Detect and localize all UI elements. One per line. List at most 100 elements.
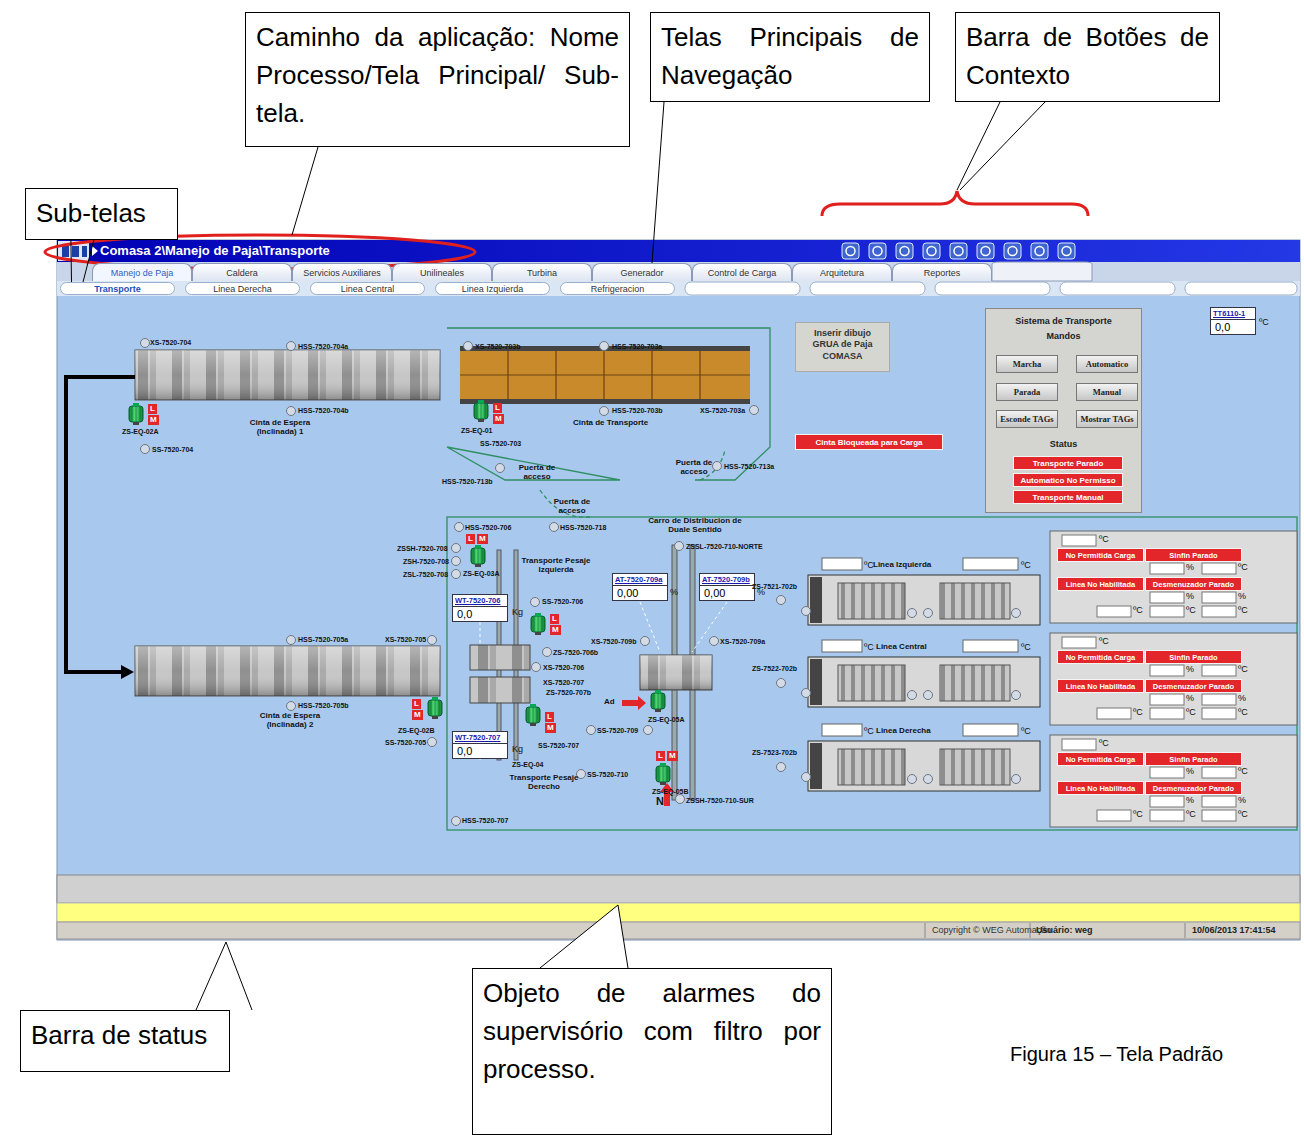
unit-label: ºC (1099, 739, 1109, 748)
context-buttons (1004, 243, 1021, 259)
indicator (587, 726, 596, 735)
callout-leader (45, 102, 1088, 1010)
node-text: Automatico (1086, 359, 1129, 369)
command-button: Manual (1076, 383, 1138, 401)
unit-label: ºC (1133, 708, 1143, 717)
indicator (1012, 775, 1021, 784)
indicator (963, 558, 1018, 570)
indicator (141, 445, 150, 454)
unit-label: ºC (1238, 708, 1248, 717)
indicator (822, 724, 862, 736)
status-indicator: Linea No Habilitada (1057, 679, 1144, 693)
node-text: Linea No Habilitada (1066, 784, 1136, 793)
sub-tab: Linea Central (310, 282, 425, 295)
indicator (924, 691, 933, 700)
tag-label: HSS-7520-705a (298, 636, 348, 643)
context-buttons (954, 247, 963, 256)
tag-label: HSS-7520-705b (298, 702, 349, 709)
nav-tab: Caldera (192, 263, 292, 281)
weigh-conveyor (470, 645, 530, 670)
indicator (1097, 708, 1131, 719)
indicator (777, 679, 786, 688)
tag-label: ZS-EQ-03A (463, 570, 500, 577)
node-text: Linea No Habilitada (1066, 580, 1136, 589)
indicator (452, 544, 461, 553)
tag-label: ZS-EQ-04 (512, 761, 544, 768)
value-display: AT-7520-709a0,00 (612, 573, 668, 601)
unit-label: ºC (1021, 727, 1031, 736)
value-display: WT-7520-7070,0 (452, 731, 508, 759)
node-text: WT-7520-707 (453, 732, 507, 744)
node-text: Reportes (924, 268, 961, 278)
indicator (808, 657, 1040, 707)
unit-label: ºC (1099, 637, 1109, 646)
context-buttons (896, 243, 913, 259)
indicator (455, 523, 464, 532)
weigh-conveyor (470, 677, 530, 703)
command-button: Marcha (996, 355, 1058, 373)
indicator (777, 763, 786, 772)
callout-text: Objeto de alarmes do supervisório com fi… (483, 975, 821, 1089)
screen-frame (935, 282, 1050, 295)
screen-frame (1185, 282, 1297, 295)
indicator (141, 339, 150, 348)
status-indicator: Linea No Habilitada (1057, 577, 1144, 591)
conveyor (135, 646, 440, 696)
indicator (1097, 810, 1131, 821)
indicator (810, 577, 822, 623)
tag-label: SS-7520-710 (587, 771, 628, 778)
indicator (428, 738, 437, 747)
sub-tab: Linea Derecha (185, 282, 300, 295)
tag-label: XS-7520-704 (150, 339, 191, 346)
tag-label: ZS-EQ-02B (398, 727, 435, 734)
indicator (908, 775, 917, 784)
tag-label: ZS-7521-702b (752, 583, 797, 590)
indicator (838, 583, 905, 619)
context-buttons (842, 243, 1075, 259)
node-text: Control de Carga (708, 268, 777, 278)
unit-label: Kg (512, 608, 523, 617)
tag-label: HSS-7520-704b (298, 407, 349, 414)
node-text: Cinta Bloqueada para Carga (815, 438, 922, 447)
status-indicator: Sinfin Parado (1145, 548, 1242, 562)
unit-label: ºC (1238, 665, 1248, 674)
screen-frame (685, 282, 800, 295)
unit-label: ºC (1238, 606, 1248, 615)
indicator (1150, 767, 1184, 778)
motor-mode: L (656, 751, 665, 761)
command-button: Mostrar TAGs (1076, 410, 1138, 428)
callout-leader (292, 147, 318, 235)
status-indicator: Desmenuzador Parado (1145, 577, 1242, 591)
motor-mode: L (550, 614, 559, 624)
indicator (1050, 531, 1297, 623)
motor (471, 545, 485, 567)
node-text: Linea No Habilitada (1066, 682, 1136, 691)
weigh-conveyor (640, 655, 712, 690)
indicator (496, 464, 505, 473)
equipment-label: Transporte Pesaje Derecho (506, 773, 582, 791)
screen-frame (57, 240, 1300, 940)
context-buttons (1058, 243, 1075, 259)
unit-label: ºC (864, 643, 874, 652)
indicator (1202, 563, 1236, 574)
node-text: Manejo de Paja (111, 268, 174, 278)
unit-label: ºC (1259, 318, 1269, 327)
motor (526, 704, 540, 726)
node-text: Arquitetura (820, 268, 864, 278)
indicator (908, 609, 917, 618)
status-indicator: Transporte Manual (1013, 490, 1123, 504)
tag-label: XS-7520-703a (700, 407, 745, 414)
motor-mode: L (466, 534, 475, 544)
context-buttons (1035, 247, 1044, 256)
motor-mode: M (148, 415, 159, 425)
tag-label: SS-7520-705 (385, 739, 426, 746)
indicator (287, 702, 296, 711)
transfer-arrow (121, 665, 134, 679)
indicator (287, 342, 296, 351)
node-text: TT6110-1 (1211, 308, 1255, 320)
tag-label: SS-7520-706 (542, 598, 583, 605)
tag-label: ZSH-7520-708 (403, 558, 449, 565)
indicator (1062, 739, 1096, 750)
node-text: No Permitida Carga (1066, 653, 1136, 662)
unit-label: % (1238, 694, 1246, 703)
